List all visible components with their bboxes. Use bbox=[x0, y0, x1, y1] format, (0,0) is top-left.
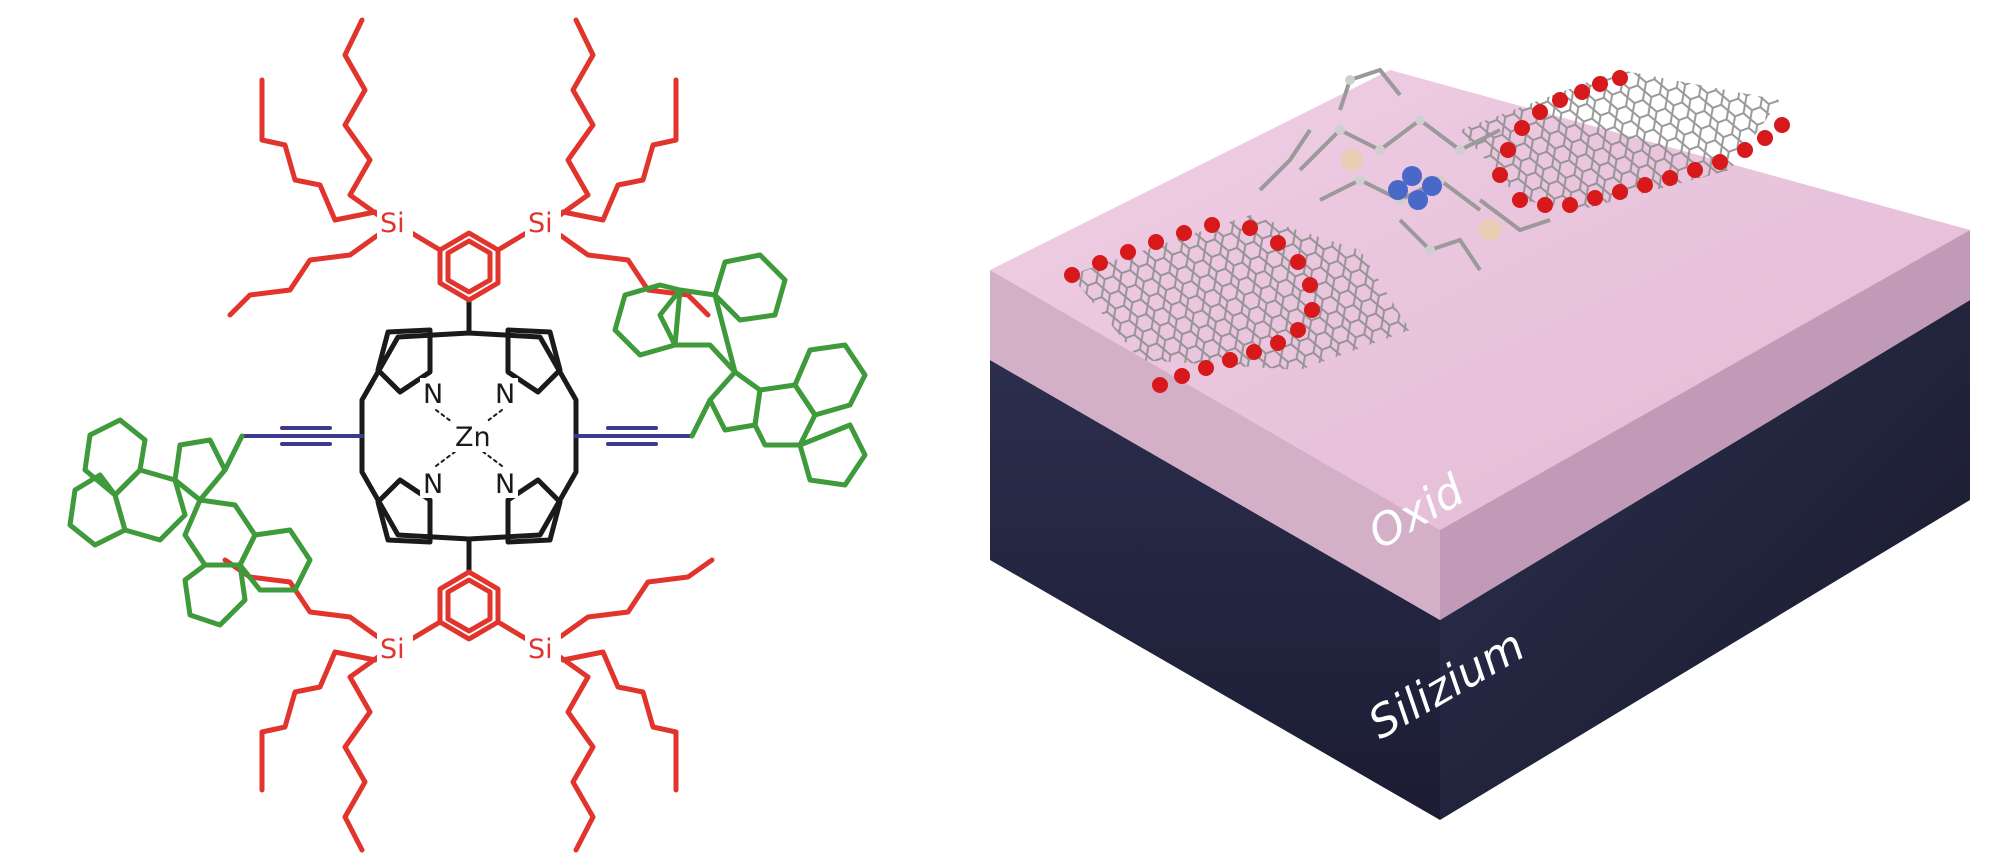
silicon-label-bottom-left: Si bbox=[380, 634, 405, 665]
nitrogen-atoms bbox=[1388, 166, 1442, 210]
nitrogen-label-top-right: N bbox=[495, 379, 515, 410]
alkyne-linker-right bbox=[574, 426, 694, 446]
anchor-left bbox=[67, 417, 313, 628]
metal-zinc-label: Zn bbox=[455, 422, 491, 453]
silicon-atoms bbox=[1341, 149, 1501, 241]
molecule-structure: Zn N N N N Si Si Si Si bbox=[67, 17, 868, 853]
nitrogen-label-bottom-right: N bbox=[495, 469, 515, 500]
porphyrin-core bbox=[359, 297, 579, 575]
nitrogen-label-bottom-left: N bbox=[423, 469, 443, 500]
silicon-label-top-left: Si bbox=[380, 208, 405, 239]
nitrogen-label-top-left: N bbox=[423, 379, 443, 410]
bridging-molecule bbox=[1258, 67, 1551, 272]
graphene-electrode-left bbox=[1070, 215, 1410, 370]
silyl-aryl-top bbox=[227, 17, 711, 318]
silicon-layer bbox=[990, 300, 1970, 820]
silicon-label-top-right: Si bbox=[528, 208, 553, 239]
silyl-aryl-bottom bbox=[222, 557, 715, 853]
oxide-layer bbox=[990, 70, 1970, 620]
silicon-label-bottom-right: Si bbox=[528, 634, 553, 665]
alkyne-linker-left bbox=[240, 426, 364, 446]
anchor-right bbox=[612, 252, 868, 488]
device-rendering: Oxid Silizium bbox=[990, 67, 1970, 820]
edge-atoms bbox=[1064, 70, 1790, 393]
